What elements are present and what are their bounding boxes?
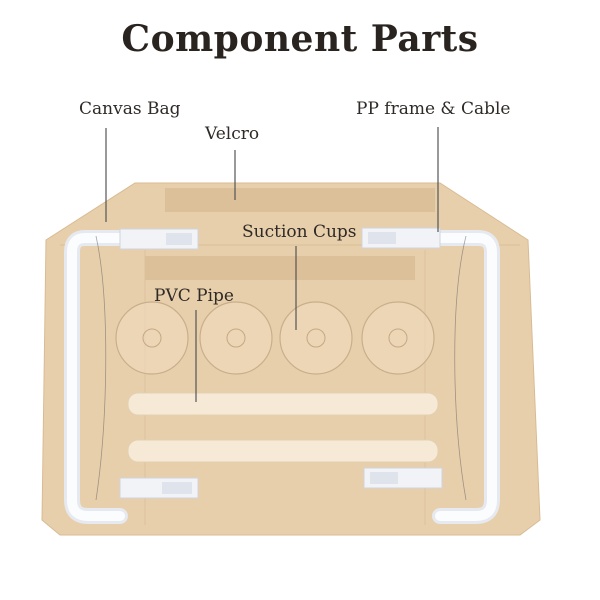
label-velcro: Velcro xyxy=(205,124,260,144)
leader-lines xyxy=(105,127,439,402)
velcro-strip-top xyxy=(165,188,435,212)
suction-cup xyxy=(279,301,353,375)
label-canvas-bag: Canvas Bag xyxy=(79,99,181,119)
label-suction-cups: Suction Cups xyxy=(242,222,357,242)
cable xyxy=(95,235,467,501)
suction-cup xyxy=(115,301,189,375)
pp-frame-left xyxy=(64,228,199,524)
suction-cup xyxy=(199,301,273,375)
pp-frame-right xyxy=(361,227,500,524)
suction-cups xyxy=(115,301,435,375)
page-title: Component Parts xyxy=(121,18,479,60)
velcro-strip-middle xyxy=(145,256,415,280)
label-pp-frame-cable: PP frame & Cable xyxy=(356,99,511,119)
pvc-pipe xyxy=(127,392,439,416)
pvc-pipe xyxy=(127,439,439,463)
label-pvc-pipe: PVC Pipe xyxy=(154,286,234,306)
suction-cup xyxy=(361,301,435,375)
